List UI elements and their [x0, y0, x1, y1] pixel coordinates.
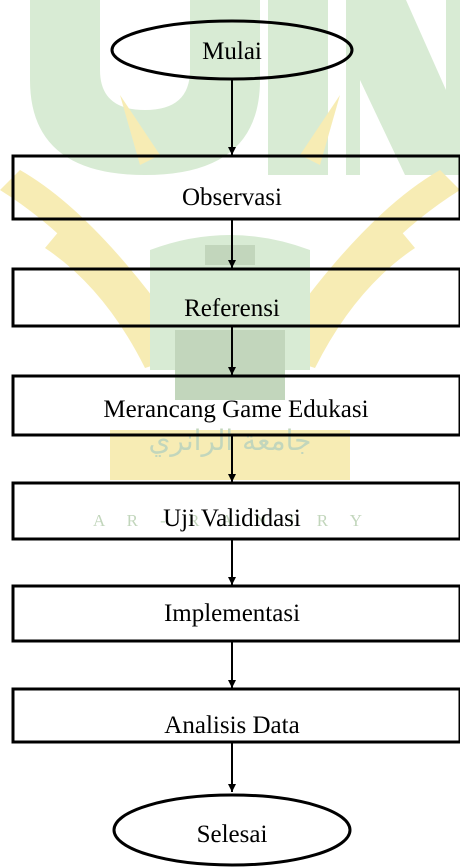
node-step-6: Analisis Data	[11, 687, 460, 744]
start-ellipse	[110, 19, 354, 81]
watermark-arabic-text: جامعة الرانري	[149, 424, 312, 457]
node-end: Selesai	[112, 793, 352, 867]
node-step-2: Referensi	[11, 267, 460, 328]
watermark-latin-text: A R - R A N I R Y	[93, 511, 371, 530]
step-6-box	[11, 687, 460, 744]
step-5-box	[11, 584, 460, 643]
node-step-3: Merancang Game Edukasi	[11, 374, 460, 437]
step-1-box	[11, 154, 460, 221]
step-6-label: Analisis Data	[164, 712, 299, 739]
step-1-label: Observasi	[182, 184, 282, 211]
node-step-1: Observasi	[11, 154, 460, 221]
step-5-label: Implementasi	[164, 600, 300, 627]
watermark-wings	[0, 95, 460, 368]
step-2-box	[11, 267, 460, 328]
step-4-box	[11, 481, 460, 541]
step-4-label: Uji Valididasi	[163, 505, 301, 532]
node-start: Mulai	[110, 19, 354, 81]
start-label: Mulai	[202, 38, 262, 65]
step-2-label: Referensi	[184, 295, 280, 322]
end-ellipse	[112, 793, 352, 867]
step-3-box	[11, 374, 460, 437]
node-step-4: Uji Valididasi	[11, 481, 460, 541]
watermark-uin-letters	[30, 0, 460, 175]
end-label: Selesai	[197, 821, 268, 848]
node-step-5: Implementasi	[11, 584, 460, 643]
step-3-label: Merancang Game Edukasi	[103, 396, 368, 423]
